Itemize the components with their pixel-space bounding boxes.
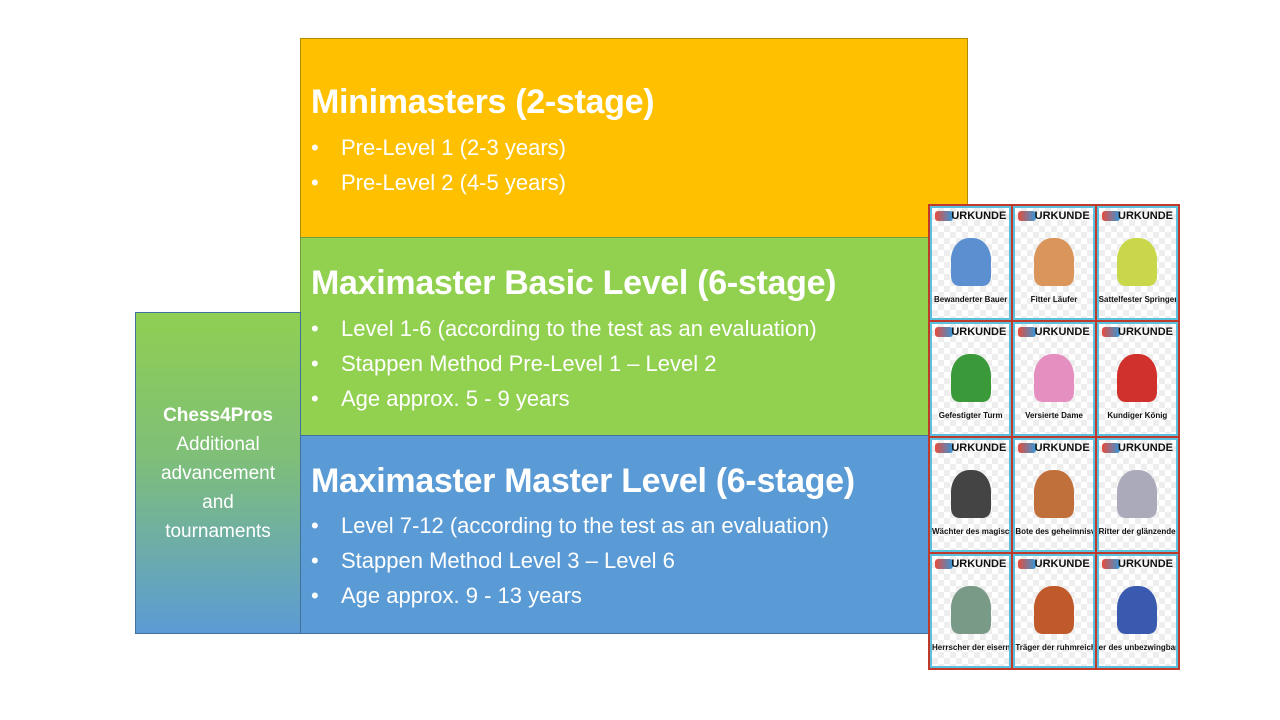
chess4pros-title: Chess4Pros [163,405,273,426]
certificate-heading: URKUNDE [1034,210,1090,222]
certificate-card: URKUNDE Kundiger König [1096,322,1178,436]
certificate-heading: URKUNDE [951,442,1007,454]
character-illustration [1033,470,1074,518]
certificate-heading: URKUNDE [1118,210,1173,222]
certificate-heading: URKUNDE [1034,442,1090,454]
certificate-name: Versierte Dame [1025,411,1083,420]
master-level-title: Maximaster Master Level (6-stage) [311,462,855,500]
certificate-name: Fitter Läufer [1030,295,1078,304]
list-item: •Stappen Method Level 3 – Level 6 [311,548,675,573]
certificate-name: Ritter der glänzenden Lanze [1098,527,1178,536]
logo-icon [935,443,953,453]
certificate-name: Bewanderter Bauer [933,295,1008,304]
certificate-heading: URKUNDE [951,326,1007,338]
list-item: •Pre-Level 1 (2-3 years) [311,135,566,160]
list-item: •Age approx. 5 - 9 years [311,386,570,411]
minimasters-box: Minimasters (2-stage) •Pre-Level 1 (2-3 … [300,38,968,238]
certificate-name: Wächter des magischen Pfades [932,527,1010,536]
basic-level-list: •Level 1-6 (according to the test as an … [311,311,817,416]
certificate-card: URKUNDE Versierte Dame [1013,322,1095,436]
logo-icon [1101,211,1120,221]
logo-icon [1101,327,1120,337]
character-illustration [1117,470,1158,518]
master-level-list: •Level 7-12 (according to the test as an… [311,508,829,613]
character-illustration [1117,354,1158,402]
minimasters-title: Minimasters (2-stage) [311,83,655,121]
certificate-name: Gefestigter Turm [938,411,1003,420]
logo-icon [1101,559,1120,569]
certificate-name: Kundiger König [1107,411,1168,420]
certificate-card: URKUNDE Fitter Läufer [1013,206,1095,320]
certificate-heading: URKUNDE [1034,558,1090,570]
certificate-card: URKUNDE Wächter des magischen Pfades [930,438,1012,552]
list-item: •Level 1-6 (according to the test as an … [311,316,817,341]
character-illustration [950,354,991,402]
character-illustration [1033,354,1074,402]
certificate-name: Sattelfester Springer [1098,295,1178,304]
certificate-name: er des unbezwingbaren Kreuzes [1098,643,1178,652]
certificate-name: Bote des geheimnisvollen Siegels [1015,527,1092,536]
side-line: and [202,492,234,513]
list-item: •Stappen Method Pre-Level 1 – Level 2 [311,351,717,376]
logo-icon [1101,443,1120,453]
certificate-heading: URKUNDE [1034,326,1090,338]
certificate-heading: URKUNDE [1118,558,1173,570]
logo-icon [1018,559,1037,569]
list-item: •Level 7-12 (according to the test as an… [311,513,829,538]
certificate-card: URKUNDE Gefestigter Turm [930,322,1012,436]
certificate-card: URKUNDE Bote des geheimnisvollen Siegels [1013,438,1095,552]
minimasters-list: •Pre-Level 1 (2-3 years) •Pre-Level 2 (4… [311,130,566,200]
logo-icon [1018,443,1037,453]
character-illustration [1117,238,1158,286]
character-illustration [950,238,991,286]
certificate-card: URKUNDE Bewanderter Bauer [930,206,1012,320]
basic-level-box: Maximaster Basic Level (6-stage) •Level … [300,237,930,436]
side-line: Additional [176,434,260,455]
certificate-card: URKUNDE er des unbezwingbaren Kreuzes [1096,554,1178,668]
certificate-card: URKUNDE Träger der ruhmreichen Krone [1013,554,1095,668]
side-line: advancement [160,463,276,484]
basic-level-title: Maximaster Basic Level (6-stage) [311,264,837,302]
certificate-heading: URKUNDE [1118,442,1173,454]
list-item: •Age approx. 9 - 13 years [311,583,582,608]
certificate-heading: URKUNDE [951,558,1007,570]
certificate-name: Träger der ruhmreichen Krone [1015,643,1092,652]
logo-icon [935,211,953,221]
character-illustration [1033,586,1074,634]
certificate-card: URKUNDE Ritter der glänzenden Lanze [1096,438,1178,552]
certificate-heading: URKUNDE [951,210,1007,222]
side-line: tournaments [165,521,271,542]
character-illustration [950,470,991,518]
character-illustration [1033,238,1074,286]
logo-icon [935,559,953,569]
character-illustration [950,586,991,634]
chess4pros-box: Chess4Pros Additional advancement and to… [135,312,301,634]
master-level-box: Maximaster Master Level (6-stage) •Level… [300,435,930,634]
certificate-card: URKUNDE Sattelfester Springer [1096,206,1178,320]
list-item: •Pre-Level 2 (4-5 years) [311,170,566,195]
logo-icon [1018,327,1037,337]
certificate-name: Herrscher der eisernen Zinnen [932,643,1011,652]
certificate-heading: URKUNDE [1118,326,1173,338]
logo-icon [935,327,953,337]
logo-icon [1018,211,1037,221]
character-illustration [1117,586,1158,634]
certificate-card: URKUNDE Herrscher der eisernen Zinnen [930,554,1012,668]
